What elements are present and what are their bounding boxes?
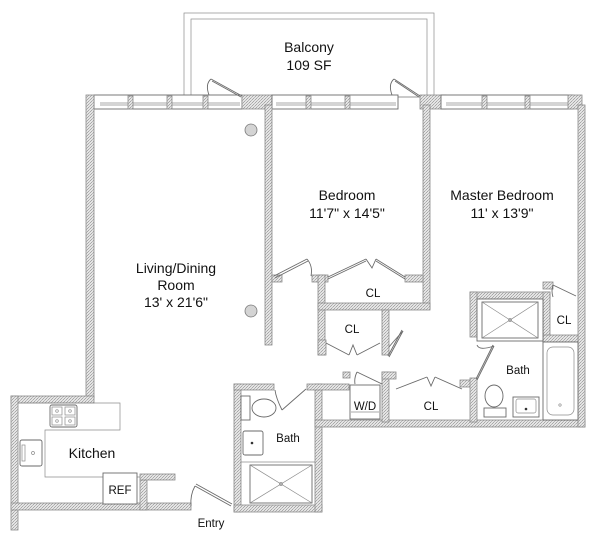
exterior-walls xyxy=(10,94,586,531)
bedroom-door xyxy=(273,258,312,279)
bathtub xyxy=(542,341,579,421)
bedroom-closet-doors xyxy=(327,258,406,280)
bedroom-closet-label: CL xyxy=(366,288,381,300)
master-sink xyxy=(512,396,540,418)
bedroom-size: 11'7" x 14'5" xyxy=(309,205,385,221)
living-size: 13' x 21'6" xyxy=(144,294,208,310)
master-closet-label: CL xyxy=(557,315,572,327)
wd-door xyxy=(354,371,383,385)
window-mullion xyxy=(305,95,312,110)
master-size: 11' x 13'9" xyxy=(471,205,534,221)
window-bedroom xyxy=(271,94,399,110)
kitchen-counter xyxy=(18,402,140,478)
living-name-line1: Living/Dining xyxy=(136,260,216,276)
interior-walls xyxy=(139,104,579,511)
window-mullion xyxy=(166,95,173,110)
balcony-door-left xyxy=(206,78,243,98)
hall-closet-doors xyxy=(325,342,381,356)
window-mullion xyxy=(481,95,488,110)
washer-dryer xyxy=(349,384,381,420)
cooktop xyxy=(49,404,78,428)
hall-closet-label: CL xyxy=(345,324,360,336)
kitchen-fixtures xyxy=(18,402,140,505)
balcony-door-right xyxy=(389,78,421,98)
master-bedroom-door xyxy=(387,329,404,358)
master-toilet-tank xyxy=(483,407,507,418)
master-bath-fixtures xyxy=(476,298,579,421)
toilet-bowl xyxy=(251,398,277,418)
window-mullion xyxy=(202,95,209,110)
window-mullion xyxy=(127,95,134,110)
window-mullion xyxy=(524,95,531,110)
entry-label: Entry xyxy=(198,518,225,530)
bedroom-name: Bedroom xyxy=(319,187,376,203)
window-master xyxy=(440,94,574,110)
balcony-name: Balcony xyxy=(284,39,334,55)
entry-door xyxy=(190,483,233,507)
master-closet-door xyxy=(551,284,577,298)
labels: Balcony 109 SF Living/Dining Room 13' x … xyxy=(69,39,572,530)
master-bath-door xyxy=(475,344,495,381)
lower-closet-doors xyxy=(395,376,463,390)
ref-label: REF xyxy=(109,485,132,497)
master-toilet-bowl xyxy=(484,384,504,408)
hall-bath-label: Bath xyxy=(276,433,300,445)
column-top xyxy=(244,123,258,137)
hall-bath-door xyxy=(274,388,307,411)
balcony-size: 109 SF xyxy=(286,57,331,73)
living-name-line2: Room xyxy=(157,277,194,293)
column-bottom xyxy=(244,304,258,318)
master-name: Master Bedroom xyxy=(450,187,553,203)
refrigerator xyxy=(102,472,138,505)
window-mullion xyxy=(344,95,351,110)
kitchen-name: Kitchen xyxy=(69,445,116,461)
lower-closet-label: CL xyxy=(424,401,439,413)
toilet-tank xyxy=(240,395,251,421)
master-bath-label: Bath xyxy=(506,365,530,377)
wd-label: W/D xyxy=(354,401,376,413)
top-exterior-wall xyxy=(93,94,583,110)
hall-bath-fixtures xyxy=(240,395,315,504)
kitchen-sink xyxy=(19,439,43,467)
